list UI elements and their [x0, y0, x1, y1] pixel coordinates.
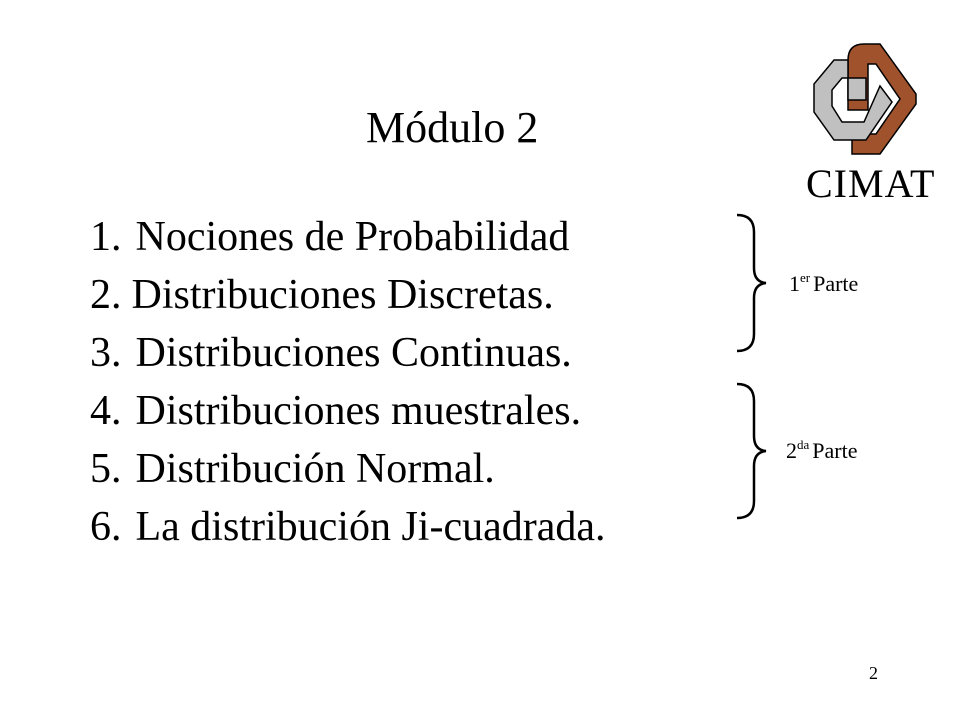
topic-text: Distribuciones Discretas. [131, 272, 554, 318]
topic-number: 6. [90, 504, 122, 550]
topic-text: Nociones de Probabilidad [135, 214, 570, 260]
topic-item: 2.Distribuciones Discretas. [90, 266, 606, 324]
cimat-logo-icon [813, 43, 917, 155]
logo-text: CIMAT [806, 161, 936, 206]
topic-text: La distribución Ji-cuadrada. [135, 504, 606, 550]
topic-item: 3. Distribuciones Continuas. [90, 324, 606, 382]
topic-list: 1.Nociones de Probabilidad 2.Distribucio… [90, 208, 606, 556]
topic-item: 6. La distribución Ji-cuadrada. [90, 498, 606, 556]
topic-number: 2. [90, 272, 122, 318]
topic-item: 1. Nociones de Probabilidad [90, 208, 606, 266]
slide-title: Módulo 2 [366, 103, 539, 152]
topic-number: 3. [90, 330, 122, 376]
topic-number: 4. [90, 388, 122, 434]
page-number: 2 [869, 663, 878, 683]
right-brace-part-2 [736, 382, 767, 520]
topic-text: Distribución Normal. [135, 446, 495, 492]
topic-number: 5. [90, 446, 122, 492]
logo-grey-shape [813, 59, 893, 141]
topic-text: Distribuciones Continuas. [135, 330, 572, 376]
topic-text: Distribuciones muestrales. [135, 388, 582, 434]
topic-number: 1. [90, 214, 122, 260]
right-brace-part-1 [736, 213, 767, 353]
logo-grey-bar [847, 77, 867, 101]
topic-item: 5. Distribución Normal. [90, 440, 606, 498]
topic-item: 4. Distribuciones muestrales. [90, 382, 606, 440]
